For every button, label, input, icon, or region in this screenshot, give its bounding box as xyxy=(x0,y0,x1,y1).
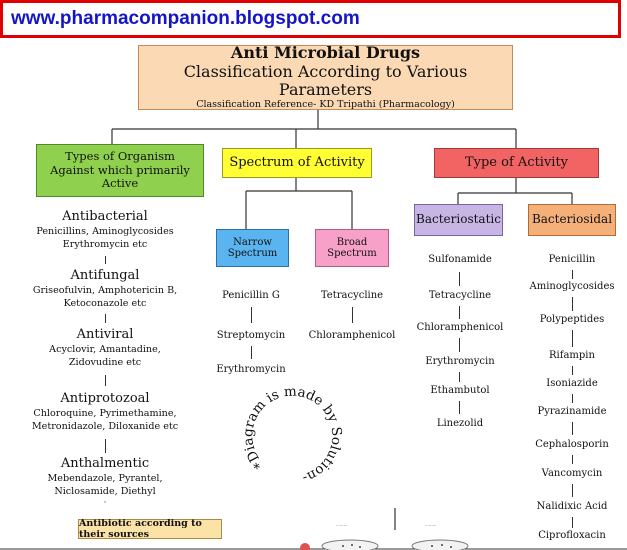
source-classification-button[interactable]: Antibiotic according to their sources xyxy=(78,518,222,540)
narrow-label-line2: Spectrum xyxy=(227,248,278,259)
flask-left-icon xyxy=(321,539,379,550)
header-box: Anti Microbial Drugs Classification Acco… xyxy=(138,43,513,110)
connector-tick xyxy=(105,439,106,453)
bacteriosidal-label: Bacteriosidal xyxy=(531,212,613,227)
connector-tick xyxy=(352,307,353,323)
organism-group-drugs-line: Erythromycin etc xyxy=(62,239,148,250)
bacteriostatic-drug: Linezolid xyxy=(436,418,484,429)
bacteriosidal-drug: Polypeptides xyxy=(539,314,605,325)
connector-tick xyxy=(105,375,106,386)
bacteriosidal-drug: Nalidixic Acid xyxy=(536,501,608,512)
bacteriostatic-drug: Ethambutol xyxy=(430,385,490,396)
connector-tick xyxy=(459,401,460,414)
organism-group-drugs-line: Griseofulvin, Amphotericin B, xyxy=(32,285,178,296)
broad-drug: Chloramphenicol xyxy=(308,330,396,341)
bacteriosidal-drug: Isoniazide xyxy=(546,378,598,389)
classification-reference: Classification Reference- KD Tripathi (P… xyxy=(196,98,455,110)
organism-group-drugs-line: Acyclovir, Amantadine, xyxy=(49,344,161,355)
svg-text:·········: ········· xyxy=(336,523,347,528)
bacteriosidal-drug: Pyrazinamide xyxy=(537,406,607,417)
organism-group-drugs-line: Penicillins, Aminoglycosides xyxy=(36,226,174,237)
connector-tick xyxy=(459,372,460,382)
bacteriosidal-drug: Rifampin xyxy=(549,350,595,361)
connector-tick xyxy=(572,455,573,464)
connector-tick xyxy=(572,517,573,528)
organism-group-drugs-line: Mebendazole, Pyrantel, xyxy=(47,473,163,484)
bacteriosidal-box: Bacteriosidal xyxy=(528,204,616,236)
connector-tick xyxy=(572,394,573,403)
truncated-drug-line-fragment: · xyxy=(103,497,107,508)
organism-group-name: Anthalmentic xyxy=(60,456,150,471)
narrow-spectrum-box: Narrow Spectrum xyxy=(216,229,289,267)
watermark-text: *Diagram is made by Solution-Pharmacy* xyxy=(225,372,345,486)
organism-group-drugs-line: Metronidazole, Diloxanide etc xyxy=(31,421,179,432)
bacteriostatic-drug: Erythromycin xyxy=(425,356,495,367)
organism-group-drugs-line: Chloroquine, Pyrimethamine, xyxy=(33,408,177,419)
organism-group-drugs-line: Niclosamide, Diethyl xyxy=(54,486,156,497)
connector-tick xyxy=(251,346,252,359)
bacteriosidal-drug: Penicillin xyxy=(548,254,596,265)
organism-group-drugs-line: Zidovudine etc xyxy=(68,357,142,368)
spectrum-category-box: Spectrum of Activity xyxy=(222,148,372,178)
page-title: Anti Microbial Drugs xyxy=(230,43,421,63)
connector-tick xyxy=(105,256,106,264)
site-url-banner[interactable]: www.pharmacompanion.blogspot.com xyxy=(0,0,621,38)
organism-category-box: Types of Organism Against which primaril… xyxy=(36,144,204,197)
organism-group-name: Antiprotozoal xyxy=(60,391,150,406)
narrow-drug: Penicillin G xyxy=(222,290,280,301)
connector-tick xyxy=(572,297,573,311)
organism-group-name: Antiviral xyxy=(76,327,134,342)
narrow-drug: Erythromycin xyxy=(216,364,286,375)
organism-title-line3: Active xyxy=(101,176,139,191)
broad-drug: Tetracycline xyxy=(320,290,384,301)
bacteriostatic-drug: Tetracycline xyxy=(428,290,492,301)
narrow-drug: Streptomycin xyxy=(216,330,286,341)
bacteriosidal-drug: Ciprofloxacin xyxy=(538,530,606,541)
bacteriosidal-drug: Aminoglycosides xyxy=(529,281,615,292)
broad-label-line1: Broad xyxy=(336,236,368,248)
bacteriosidal-drug: Cephalosporin xyxy=(535,439,609,450)
activity-category-box: Type of Activity xyxy=(434,148,599,178)
red-dot-icon xyxy=(300,543,310,550)
connector-tick xyxy=(459,272,460,286)
organism-group-name: Antibacterial xyxy=(62,209,148,224)
connector-tick xyxy=(105,314,106,323)
organism-title-line1: Types of Organism xyxy=(65,148,175,163)
broad-label-line2: Spectrum xyxy=(327,248,377,259)
connector-tick xyxy=(459,306,460,319)
svg-text:*Diagram is made by Solution-P: *Diagram is made by Solution-Pharmacy* xyxy=(225,372,345,486)
organism-title-line2: Against which primarily xyxy=(50,162,190,177)
connector-tick xyxy=(572,422,573,435)
organism-group-drugs-line: Ketoconazole etc xyxy=(63,298,147,309)
bacteriostatic-box: Bacteriostatic xyxy=(414,204,503,236)
bacteriostatic-label: Bacteriostatic xyxy=(416,212,501,227)
organism-group-name: Antifungal xyxy=(70,268,140,283)
bacteriosidal-drug: Vancomycin xyxy=(541,468,603,479)
svg-text:·········: ········· xyxy=(425,523,436,528)
spectrum-title: Spectrum of Activity xyxy=(229,154,365,170)
connector-tick xyxy=(251,307,252,323)
flask-right-icon xyxy=(411,539,469,550)
circular-watermark: *Diagram is made by Solution-Pharmacy* xyxy=(225,372,345,486)
page-subtitle: Classification According to Various Para… xyxy=(183,61,468,100)
narrow-label-line1: Narrow xyxy=(233,236,272,248)
connector-tick xyxy=(572,330,573,347)
bacteriostatic-drug: Sulfonamide xyxy=(428,254,492,265)
connector-tick xyxy=(459,338,460,352)
connector-tick xyxy=(572,366,573,375)
bacteriostatic-drug: Chloramphenicol xyxy=(416,322,504,333)
connector-tick xyxy=(572,270,573,279)
activity-title: Type of Activity xyxy=(464,154,569,170)
broad-spectrum-box: Broad Spectrum xyxy=(315,229,389,267)
connector-tick xyxy=(572,484,573,497)
